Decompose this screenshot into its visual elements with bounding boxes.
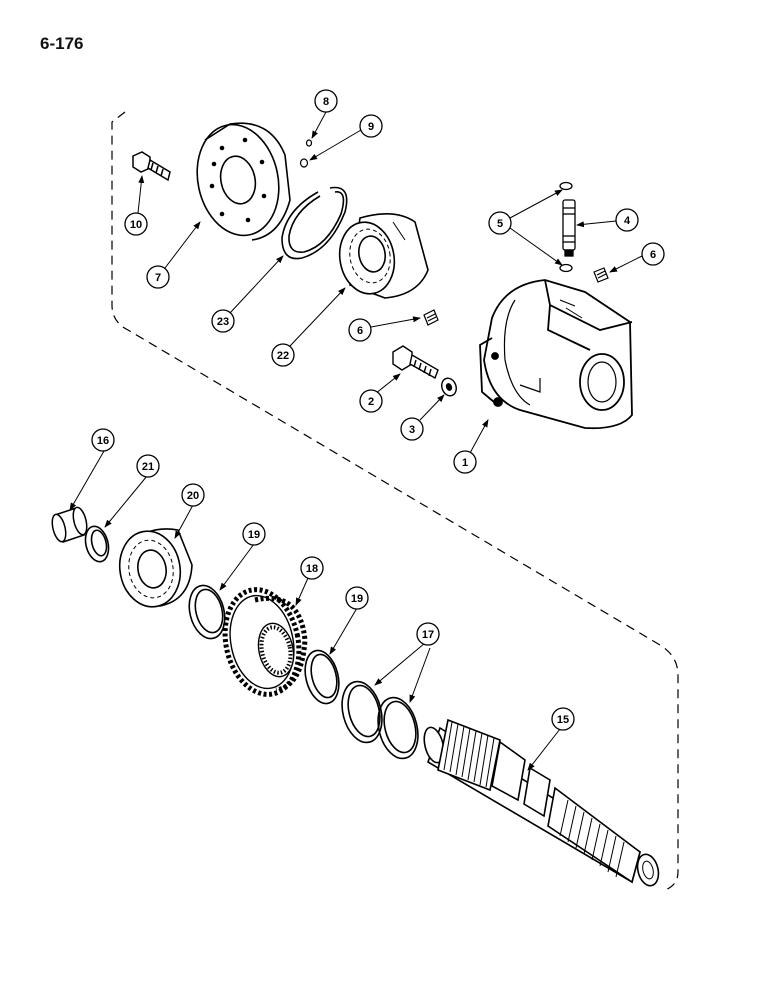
part-20-bearing <box>118 528 193 608</box>
callout-3-label: 3 <box>409 424 415 436</box>
callout-21: 21 <box>136 454 160 478</box>
leader-lines <box>69 111 643 771</box>
callout-17: 17 <box>416 622 440 646</box>
callout-17-label: 17 <box>422 629 434 641</box>
part-3-washer <box>441 377 457 397</box>
callout-5-label: 5 <box>497 218 503 230</box>
callout-10-label: 10 <box>130 219 142 231</box>
callout-22: 22 <box>271 343 295 367</box>
callout-6-upper: 6 <box>641 242 665 266</box>
callout-10: 10 <box>124 212 148 236</box>
callout-16-label: 16 <box>97 435 109 447</box>
callout-16: 16 <box>91 428 115 452</box>
callout-7: 7 <box>146 265 170 289</box>
part-19-snap-ring-b <box>304 649 340 705</box>
callout-8-label: 8 <box>323 96 329 108</box>
callout-1-label: 1 <box>462 457 468 469</box>
assembly-boundary <box>111 111 679 891</box>
callout-20-label: 20 <box>187 490 199 502</box>
callout-19-right-label: 19 <box>351 593 363 605</box>
callout-7-label: 7 <box>155 272 161 284</box>
part-5-o-ring-upper <box>559 181 573 191</box>
callout-23: 23 <box>211 309 235 333</box>
part-15-shaft <box>423 718 660 887</box>
callout-2-label: 2 <box>368 396 374 408</box>
part-16-bushing <box>51 506 88 543</box>
callout-18: 18 <box>300 556 324 580</box>
callout-15-label: 15 <box>557 714 569 726</box>
part-23-snap-ring <box>281 186 348 260</box>
callout-22-label: 22 <box>277 350 289 362</box>
part-18-gear <box>222 587 308 697</box>
part-21-snap-ring <box>84 525 110 563</box>
callout-15: 15 <box>551 707 575 731</box>
callout-6-lower: 6 <box>348 318 372 342</box>
part-2-bolt <box>392 345 439 380</box>
callout-1: 1 <box>453 450 477 474</box>
page-number: 6-176 <box>40 34 84 53</box>
part-6-set-screw-b <box>593 267 609 283</box>
part-7-retainer-plate <box>196 122 291 241</box>
callout-20: 20 <box>181 483 205 507</box>
part-22-bearing <box>338 213 429 299</box>
callout-23-label: 23 <box>217 316 229 328</box>
part-1-housing <box>479 279 633 430</box>
part-6-set-screw-a <box>423 309 439 326</box>
callout-18-label: 18 <box>306 563 318 575</box>
callout-9: 9 <box>359 114 383 138</box>
callout-4-label: 4 <box>624 215 631 227</box>
callout-2: 2 <box>359 389 383 413</box>
part-8-o-ring <box>305 139 313 147</box>
part-17-shim-b <box>377 696 419 760</box>
callout-6-upper-label: 6 <box>650 249 656 261</box>
callout-4: 4 <box>615 208 639 232</box>
callout-9-label: 9 <box>368 121 374 133</box>
callout-19-left: 19 <box>242 522 266 546</box>
callout-21-label: 21 <box>142 461 154 473</box>
callout-5: 5 <box>488 211 512 235</box>
callout-6-lower-label: 6 <box>357 325 363 337</box>
part-5-o-ring-lower <box>559 263 573 273</box>
callout-8: 8 <box>314 89 338 113</box>
callout-19-left-label: 19 <box>248 529 260 541</box>
part-10-bolt <box>132 151 171 182</box>
callout-19-right: 19 <box>345 586 369 610</box>
part-9-o-ring <box>299 158 309 168</box>
part-19-snap-ring-a <box>188 584 226 640</box>
callout-3: 3 <box>400 417 424 441</box>
part-4-fitting <box>562 199 576 257</box>
